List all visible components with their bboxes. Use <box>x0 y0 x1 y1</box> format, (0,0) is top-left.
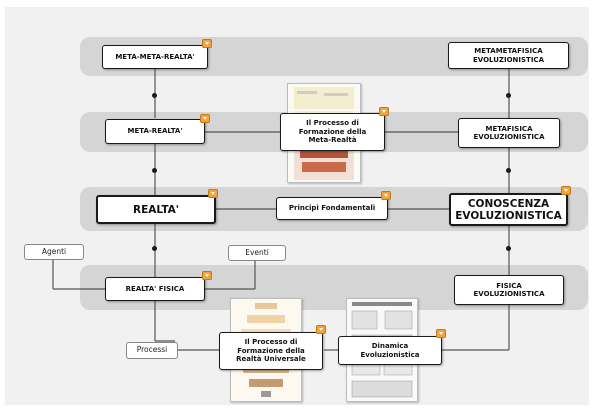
dropdown-marker-icon[interactable] <box>208 189 218 198</box>
junction-dot <box>152 168 157 173</box>
dropdown-marker-icon[interactable] <box>202 271 212 280</box>
junction-dot <box>506 168 511 173</box>
dropdown-marker-icon[interactable] <box>436 329 446 338</box>
junction-dot <box>506 93 511 98</box>
junction-dot <box>506 246 511 251</box>
node-processo-meta-realta[interactable]: Il Processo di Formazione della Meta-Rea… <box>280 113 385 151</box>
dropdown-marker-icon[interactable] <box>200 114 210 123</box>
node-realta-fisica[interactable]: REALTA' FISICA <box>105 277 205 301</box>
dropdown-marker-icon[interactable] <box>379 107 389 116</box>
node-meta-realta[interactable]: META-REALTA' <box>105 119 205 144</box>
node-label: Principi Fondamentali <box>288 204 376 213</box>
node-label: Processi <box>136 345 168 355</box>
node-dinamica-evoluzionistica[interactable]: Dinamica Evoluzionistica <box>338 336 442 365</box>
dropdown-marker-icon[interactable] <box>561 186 571 195</box>
dropdown-marker-icon[interactable] <box>202 39 212 48</box>
dropdown-marker-icon[interactable] <box>316 325 326 334</box>
junction-dot <box>152 93 157 98</box>
node-label: META-REALTA' <box>127 127 183 136</box>
node-processo-realta-universale[interactable]: Il Processo di Formazione della Realtà U… <box>219 332 323 370</box>
node-principi-fondamentali[interactable]: Principi Fondamentali <box>276 197 388 220</box>
node-label: METAFISICA EVOLUZIONISTICA <box>473 124 545 142</box>
node-label: Agenti <box>41 246 67 256</box>
node-meta-meta-realta[interactable]: META-META-REALTA' <box>102 45 208 69</box>
dropdown-marker-icon[interactable] <box>381 191 391 200</box>
junction-dot <box>152 246 157 251</box>
node-eventi[interactable]: Eventi <box>228 245 286 261</box>
node-label: CONOSCENZA EVOLUZIONISTICA <box>455 197 562 222</box>
node-conoscenza[interactable]: CONOSCENZA EVOLUZIONISTICA <box>449 193 568 226</box>
node-label: REALTA' <box>132 203 180 216</box>
node-metametafisica[interactable]: METAMETAFISICA EVOLUZIONISTICA <box>448 42 569 69</box>
node-label: Il Processo di Formazione della Realtà U… <box>236 338 306 364</box>
node-fisica[interactable]: FISICA EVOLUZIONISTICA <box>454 275 564 305</box>
node-label: META-META-REALTA' <box>115 52 195 61</box>
node-realta[interactable]: REALTA' <box>96 195 216 224</box>
node-processi[interactable]: Processi <box>126 342 178 359</box>
node-metafisica[interactable]: METAFISICA EVOLUZIONISTICA <box>458 118 560 148</box>
node-label: Il Processo di Formazione della Meta-Rea… <box>298 119 367 145</box>
node-label: Eventi <box>245 247 269 257</box>
node-label: FISICA EVOLUZIONISTICA <box>473 281 545 299</box>
node-label: METAMETAFISICA EVOLUZIONISTICA <box>473 47 544 64</box>
node-label: Dinamica Evoluzionistica <box>360 342 420 359</box>
node-label: REALTA' FISICA <box>125 284 185 293</box>
node-agenti[interactable]: Agenti <box>24 244 84 260</box>
